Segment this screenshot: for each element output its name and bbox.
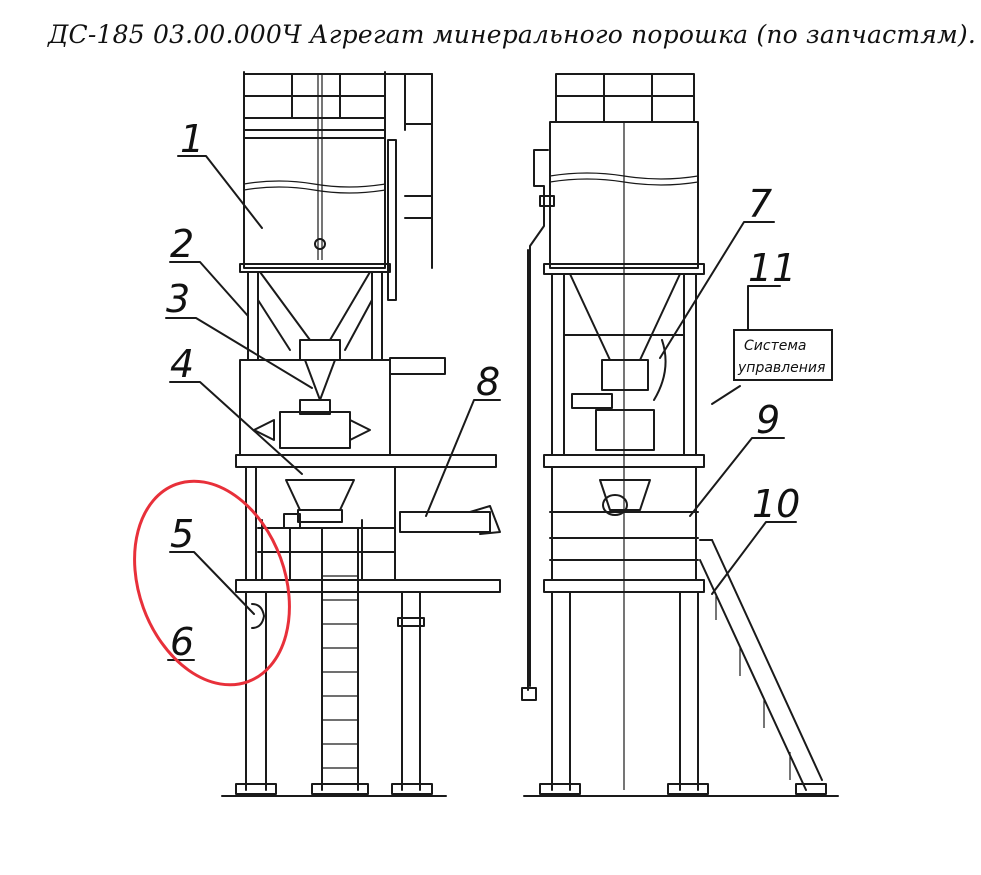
control-box-line2: управления <box>737 360 825 376</box>
callout-labels: 1 2 3 4 5 6 7 8 9 10 11 <box>166 117 800 664</box>
control-box-line1: Система <box>744 338 806 354</box>
callout-11: 11 <box>748 246 796 290</box>
right-silo <box>521 121 705 790</box>
left-top-railing <box>243 71 433 269</box>
callout-4: 4 <box>170 342 194 386</box>
control-system-box: Система управления <box>733 329 833 381</box>
callout-7: 7 <box>748 182 772 226</box>
left-lower-platform <box>235 454 501 593</box>
callout-1: 1 <box>180 117 204 161</box>
callout-2: 2 <box>170 222 194 266</box>
callout-10: 10 <box>752 482 800 526</box>
right-legs-stairs <box>523 539 839 797</box>
drawing-title: ДС-185 03.00.000Ч Агрегат минерального п… <box>48 20 977 49</box>
left-view <box>221 71 501 797</box>
callout-8: 8 <box>476 360 500 404</box>
callout-9: 9 <box>756 398 780 442</box>
right-top-railing <box>555 73 695 123</box>
right-cone-frame <box>543 273 705 593</box>
right-view <box>521 73 839 797</box>
highlight-ellipse <box>133 479 291 687</box>
left-silo <box>239 74 397 301</box>
left-legs-ladder <box>221 527 447 797</box>
leader-lines <box>165 155 797 661</box>
callout-5: 5 <box>170 512 194 556</box>
callout-3: 3 <box>166 277 190 321</box>
